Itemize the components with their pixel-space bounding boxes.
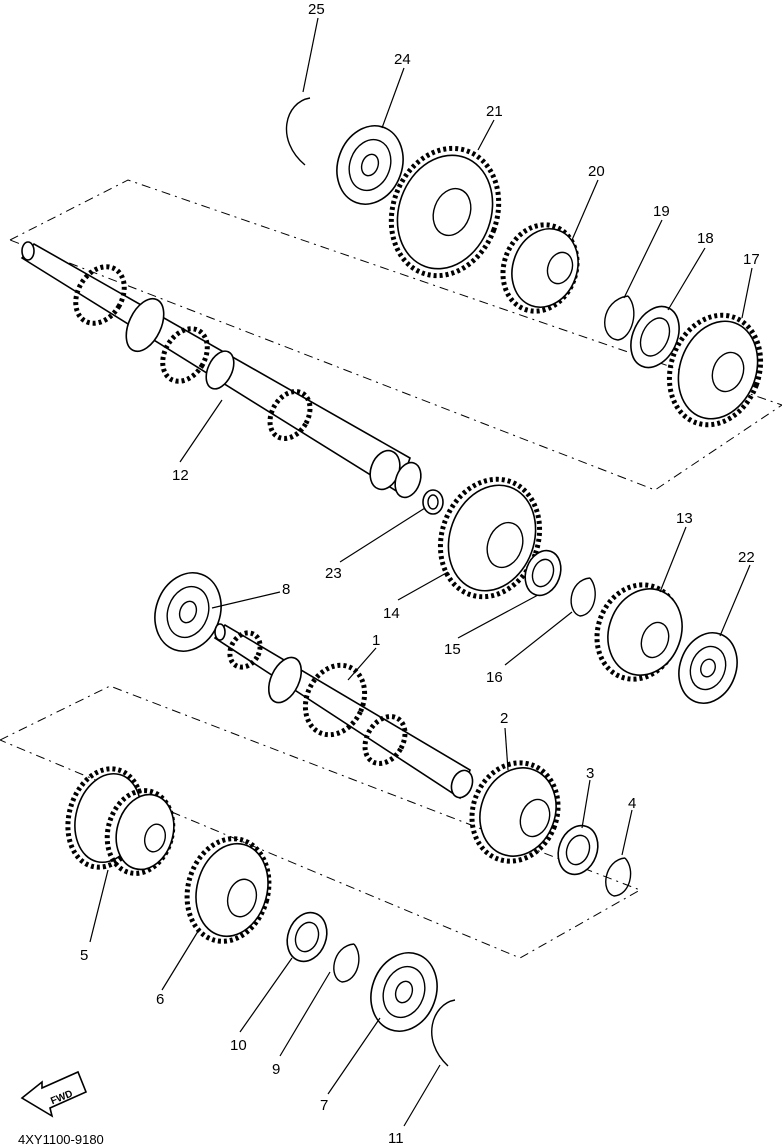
label-part-7: 7 xyxy=(320,1097,328,1114)
label-part-5: 5 xyxy=(80,947,88,964)
label-part-9: 9 xyxy=(272,1061,280,1078)
part-8-bearing xyxy=(154,572,222,652)
part-3-washer xyxy=(557,824,599,876)
part-10-washer xyxy=(286,911,328,963)
label-part-8: 8 xyxy=(282,581,290,598)
label-part-6: 6 xyxy=(156,991,164,1008)
label-part-20: 20 xyxy=(588,163,605,180)
label-part-13: 13 xyxy=(676,510,693,527)
part-1-main-axle xyxy=(213,623,474,800)
part-9-circlip xyxy=(333,943,360,983)
part-18-washer xyxy=(630,305,680,369)
part-25-circlip xyxy=(285,97,311,166)
label-part-10: 10 xyxy=(230,1037,247,1054)
label-part-25: 25 xyxy=(308,1,325,18)
label-part-18: 18 xyxy=(697,230,714,247)
label-part-24: 24 xyxy=(394,51,411,68)
part-24-bearing xyxy=(336,125,404,205)
part-17-gear xyxy=(666,312,764,428)
label-part-12: 12 xyxy=(172,467,189,484)
lower-assembly-outline xyxy=(0,685,642,959)
part-15-washer xyxy=(524,549,562,597)
label-part-19: 19 xyxy=(653,203,670,220)
part-13-gear xyxy=(594,582,683,682)
part-5-gear xyxy=(65,766,176,876)
label-part-16: 16 xyxy=(486,669,503,686)
label-part-1: 1 xyxy=(372,632,380,649)
label-part-22: 22 xyxy=(738,549,755,566)
upper-assembly-outline xyxy=(8,179,782,491)
part-7-bearing xyxy=(370,952,438,1032)
label-part-14: 14 xyxy=(383,605,400,622)
drawing-code: 4XY1100-9180 xyxy=(18,1132,104,1147)
label-part-11: 11 xyxy=(388,1130,404,1147)
part-labels: 25 24 21 20 19 18 17 12 23 14 15 16 13 2… xyxy=(80,1,760,1147)
label-part-3: 3 xyxy=(586,765,594,782)
label-part-4: 4 xyxy=(628,795,636,812)
part-21-gear xyxy=(388,145,502,279)
label-part-23: 23 xyxy=(325,565,342,582)
part-6-gear xyxy=(184,836,272,944)
part-12-drive-axle xyxy=(20,241,422,499)
fwd-arrow-icon: FWD xyxy=(20,1070,88,1118)
part-2-gear xyxy=(469,760,561,864)
part-23-collar xyxy=(422,489,444,515)
label-part-21: 21 xyxy=(486,103,503,120)
part-19-circlip xyxy=(604,295,635,341)
label-part-17: 17 xyxy=(743,251,760,268)
part-4-circlip xyxy=(605,857,632,897)
label-part-2: 2 xyxy=(500,710,508,727)
part-20-gear xyxy=(500,222,580,314)
part-22-bearing xyxy=(678,632,738,704)
label-part-15: 15 xyxy=(444,641,461,658)
leader-lines xyxy=(89,17,753,1127)
part-16-circlip xyxy=(570,577,596,617)
part-11-circlip xyxy=(431,999,456,1067)
